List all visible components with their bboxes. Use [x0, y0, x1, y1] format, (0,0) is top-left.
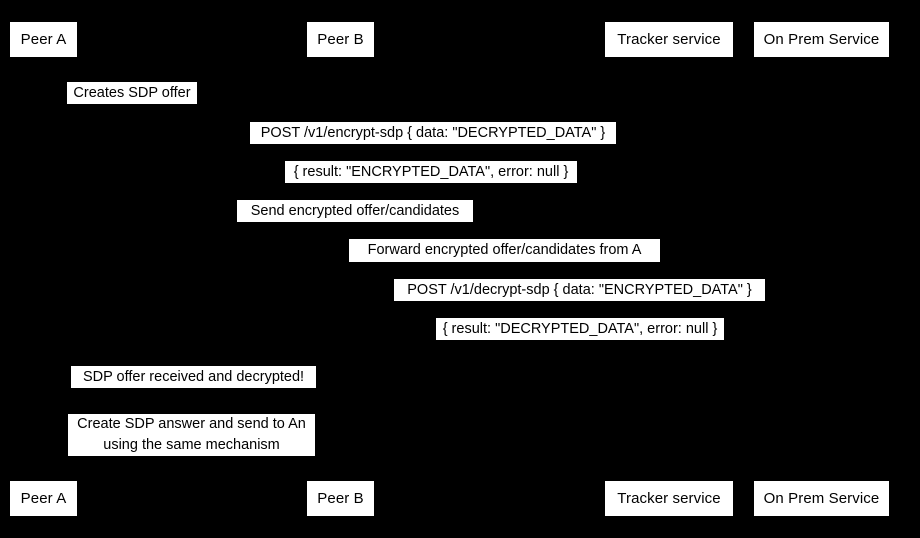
message-creates-sdp-offer: Creates SDP offer: [67, 82, 197, 104]
peer-a-footer: Peer A: [10, 481, 77, 516]
message-post-encrypt-sdp: POST /v1/encrypt-sdp { data: "DECRYPTED_…: [250, 122, 616, 144]
tracker-service-footer: Tracker service: [605, 481, 733, 516]
peer-b-header: Peer B: [307, 22, 374, 57]
message-post-decrypt-sdp: POST /v1/decrypt-sdp { data: "ENCRYPTED_…: [394, 279, 765, 301]
peer-b-footer: Peer B: [307, 481, 374, 516]
on-prem-service-header: On Prem Service: [754, 22, 889, 57]
message-decrypt-sdp-result: { result: "DECRYPTED_DATA", error: null …: [436, 318, 724, 340]
message-sdp-offer-received: SDP offer received and decrypted!: [71, 366, 316, 388]
message-send-encrypted-offer: Send encrypted offer/candidates: [237, 200, 473, 222]
message-encrypt-sdp-result: { result: "ENCRYPTED_DATA", error: null …: [285, 161, 577, 183]
tracker-service-header: Tracker service: [605, 22, 733, 57]
peer-a-header: Peer A: [10, 22, 77, 57]
message-create-sdp-answer: Create SDP answer and send to An using t…: [68, 414, 315, 456]
message-forward-encrypted-offer: Forward encrypted offer/candidates from …: [349, 239, 660, 262]
on-prem-service-footer: On Prem Service: [754, 481, 889, 516]
